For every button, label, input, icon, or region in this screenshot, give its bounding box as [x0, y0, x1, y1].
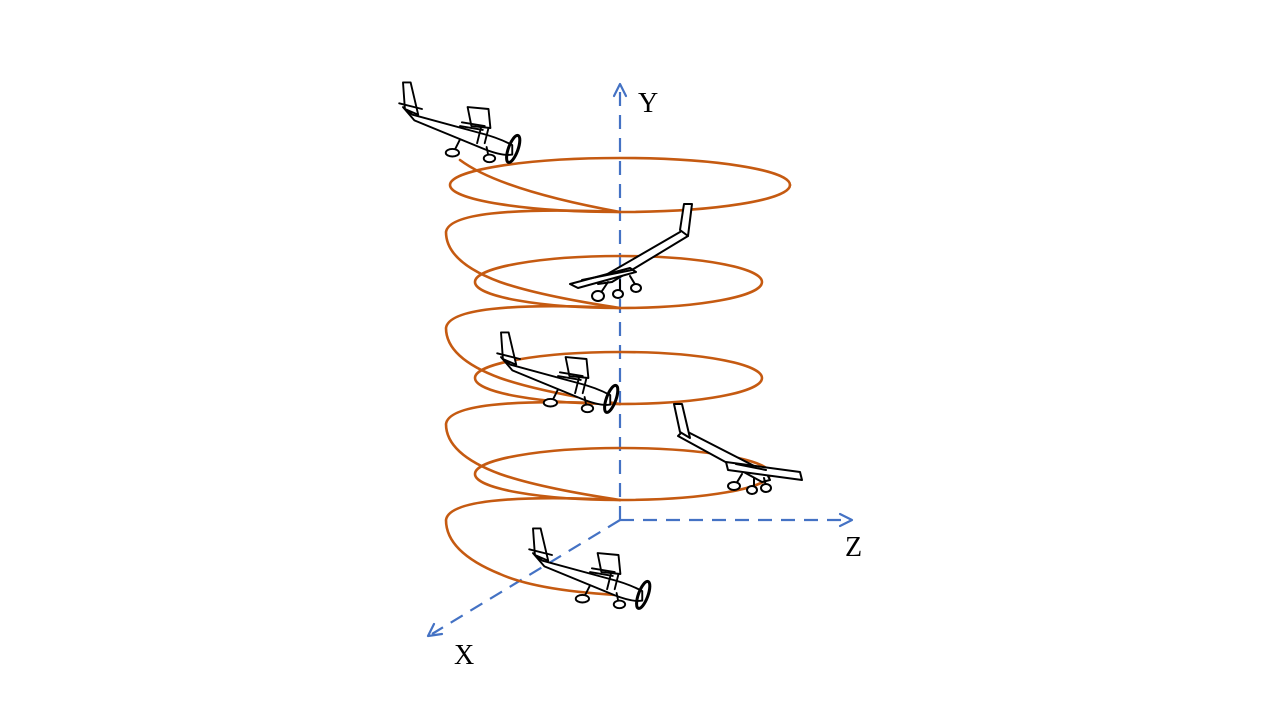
- helix-loop-3-front: [618, 254, 764, 310]
- z-axis-label: Z: [845, 532, 862, 563]
- helix-loop-4-front: [618, 183, 792, 214]
- z-axis-arrow: [838, 512, 854, 528]
- helix-loop-2-front: [618, 350, 764, 406]
- x-axis-label: X: [454, 640, 474, 671]
- helix-descent-3: [444, 209, 622, 310]
- y-axis-arrow: [612, 82, 628, 98]
- helix-exit: [444, 496, 638, 598]
- y-axis-label: Y: [638, 88, 658, 119]
- helix-descent-1: [444, 400, 622, 502]
- helix-loop-4-back: [448, 156, 792, 214]
- helix-descent-2: [444, 304, 622, 406]
- helix-front: [444, 158, 792, 598]
- helix-entry: [458, 158, 622, 214]
- airplanes: [397, 80, 803, 612]
- airplane-icon: [397, 80, 525, 166]
- airplane-icon: [569, 203, 693, 302]
- airplane-icon: [527, 526, 655, 612]
- x-axis-arrow: [426, 622, 444, 638]
- airplane-icon: [673, 403, 803, 495]
- x-axis: [431, 519, 621, 635]
